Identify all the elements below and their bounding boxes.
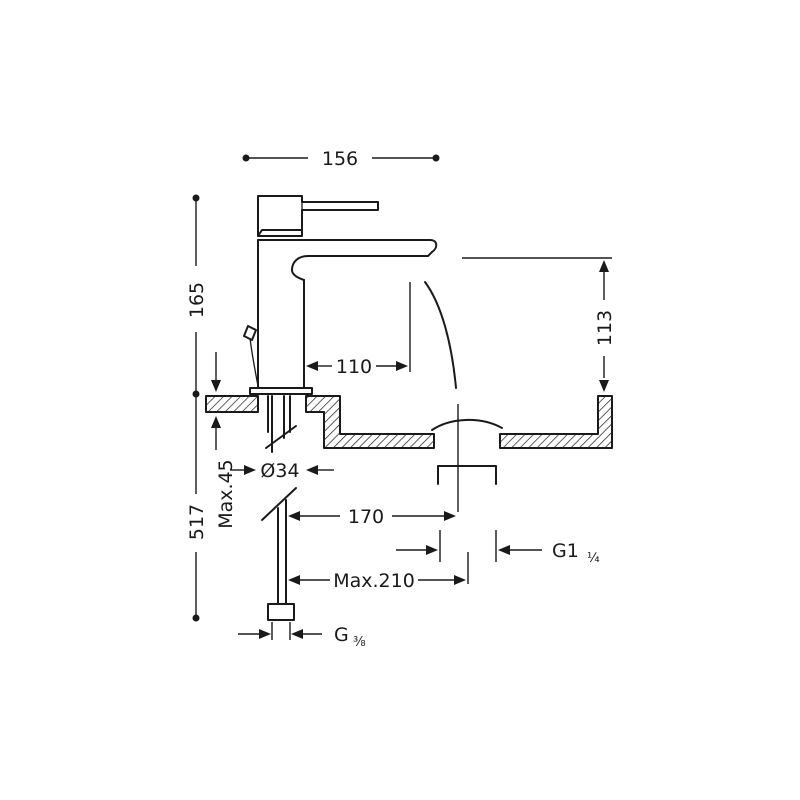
dim-g114-fraction: ¼: [587, 551, 600, 566]
basin-section: [205, 395, 613, 485]
deck-left: [205, 395, 259, 413]
dim-g38-fraction: ⅜: [353, 635, 366, 650]
dim-g114: G1 ¼: [396, 530, 600, 566]
deck-right: [305, 395, 435, 449]
connector-nut: [267, 603, 295, 621]
dim-165-label: 165: [186, 282, 208, 318]
lever-handle: [257, 195, 379, 237]
dim-156-label: 156: [322, 148, 358, 170]
dim-diameter-label: Ø34: [260, 460, 299, 482]
dim-g38-label: G: [334, 624, 349, 646]
dim-517: 517: [186, 394, 208, 622]
side-hose: [243, 325, 257, 341]
dim-max210: Max.210: [288, 552, 469, 592]
dim-max45-label: Max.45: [215, 459, 237, 529]
dim-170: 170: [288, 404, 459, 528]
dim-113-label: 113: [594, 310, 616, 346]
waste-bracket: [437, 465, 497, 485]
dim-170-label: 170: [348, 506, 384, 528]
dim-max210-label: Max.210: [333, 570, 415, 592]
dim-110-label: 110: [336, 356, 372, 378]
dim-113: 113: [462, 257, 616, 392]
drain-curve: [431, 418, 503, 431]
dim-g114-label: G1: [552, 540, 579, 562]
water-stream: [424, 281, 457, 389]
dim-110: 110: [306, 282, 411, 378]
dim-165: 165: [186, 194, 208, 398]
dim-max45: Max.45: [211, 352, 237, 529]
base-plate: [249, 387, 313, 395]
dim-g38: G ⅜: [238, 622, 366, 650]
handle-collar: [257, 229, 303, 237]
dim-156: 156: [242, 148, 440, 170]
dim-517-label: 517: [186, 504, 208, 540]
dim-diameter: Ø34: [230, 460, 334, 482]
faucet-column: [257, 239, 305, 389]
faucet-body: [243, 195, 438, 395]
under-deck: [261, 395, 297, 621]
basin-right: [499, 395, 613, 449]
spout: [257, 239, 438, 281]
